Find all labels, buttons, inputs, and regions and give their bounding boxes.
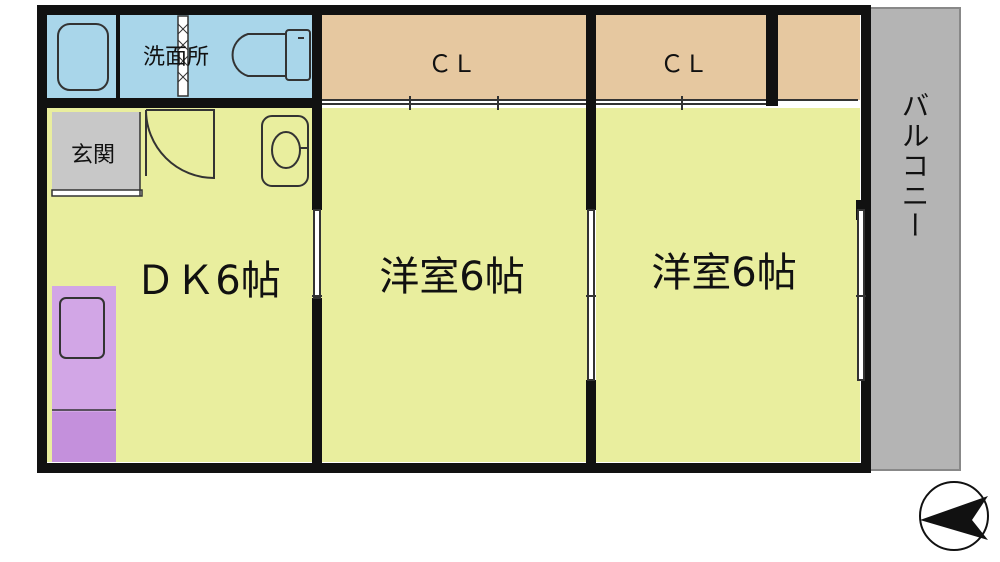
bathtub-icon (57, 23, 109, 91)
toilet-icon (231, 29, 311, 81)
sink-icon (261, 115, 309, 187)
label-closet2: ＣＬ (660, 50, 708, 78)
closet2-floor (596, 14, 768, 100)
label-entrance: 玄関 (71, 143, 115, 168)
label-western1: 洋室6帖 (379, 254, 524, 300)
washroom-door-pattern (177, 23, 189, 83)
label-dk: ＤＫ6帖 (135, 258, 280, 304)
kitchen-lower (52, 412, 116, 462)
western1-floor (320, 108, 588, 462)
entrance-floor (52, 112, 140, 192)
closet1-floor (318, 14, 586, 100)
label-western2: 洋室6帖 (651, 250, 796, 296)
label-closet1: ＣＬ (428, 50, 476, 78)
stove-icon (59, 297, 105, 359)
room-sliding-doors (312, 209, 866, 381)
label-balcony: バルコニー (898, 91, 931, 241)
entry-door (145, 109, 215, 180)
western2-floor (596, 108, 860, 462)
label-washroom: 洗面所 (143, 45, 209, 70)
entrance-step (51, 189, 143, 197)
closet3-floor (778, 14, 860, 100)
outer-wall (37, 5, 871, 473)
closet-doors (322, 96, 858, 110)
balcony-area (867, 7, 961, 471)
north-arrow-icon (919, 481, 989, 551)
